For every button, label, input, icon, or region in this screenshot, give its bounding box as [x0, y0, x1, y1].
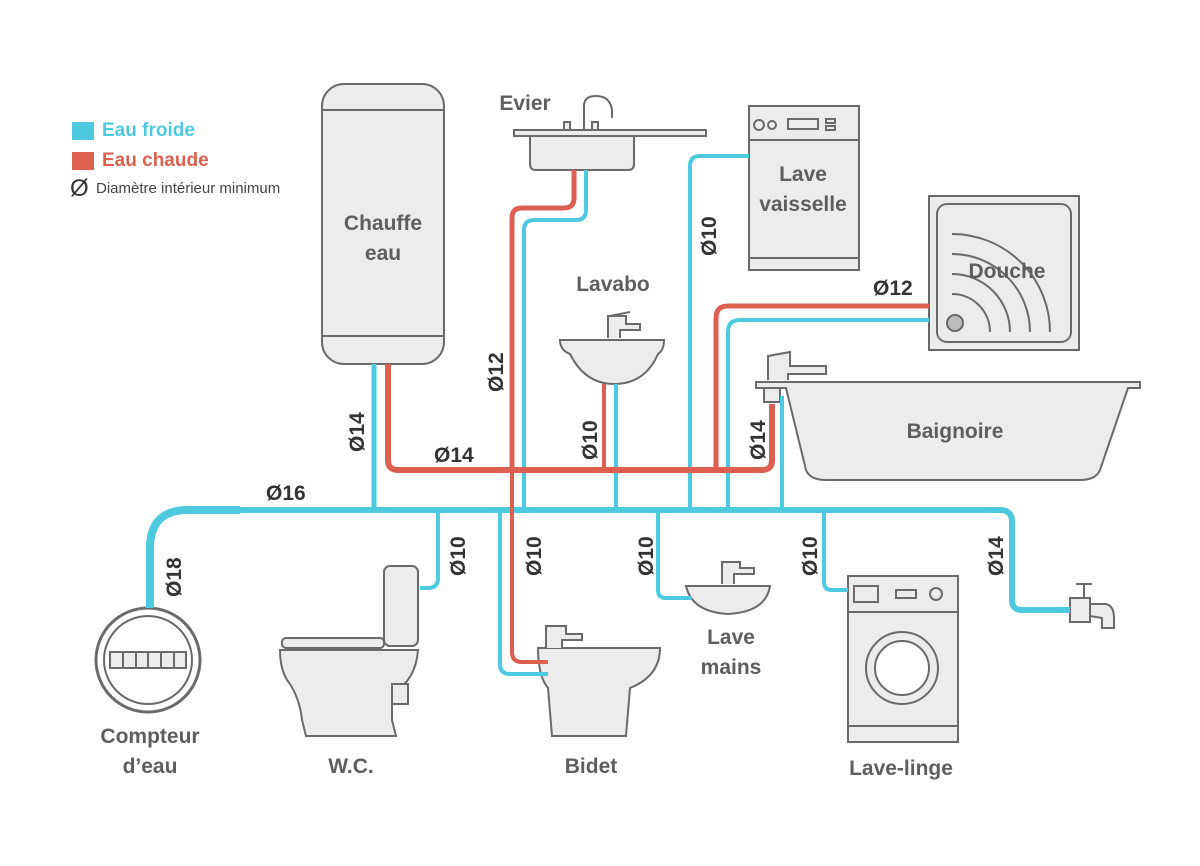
wash-basin [558, 311, 666, 386]
hot-main-pipe [385, 364, 775, 473]
bathtub [755, 350, 1141, 481]
diameter-note: Diamètre intérieur minimum [96, 180, 281, 197]
legend: Eau froide Eau chaude Ø Diamètre intérie… [70, 116, 286, 202]
label-chauffe-eau-2: eau [365, 242, 401, 265]
hand-basin [684, 561, 772, 616]
shower-tray [928, 195, 1080, 351]
legend-hot: Eau chaude [72, 146, 286, 176]
dim-baignoire: Ø14 [747, 420, 770, 460]
hot-water-swatch [72, 152, 94, 170]
label-baignoire: Baignoire [907, 420, 1004, 443]
compteur-supply-pipe [146, 506, 240, 608]
evier-hot-pipe [509, 170, 577, 470]
label-evier: Evier [499, 92, 550, 115]
label-lave-mains-2: mains [701, 656, 762, 679]
bidet-cold-pipe [498, 510, 548, 676]
wc-cold-pipe [420, 510, 440, 590]
dim-bidet: Ø10 [523, 536, 546, 576]
bidet-hot-pipe [510, 470, 548, 664]
douche-hot-pipe [713, 303, 929, 470]
label-wc: W.C. [328, 755, 374, 778]
dim-compteur-supply: Ø18 [163, 557, 186, 597]
cold-water-swatch [72, 122, 94, 140]
legend-diameter: Ø Diamètre intérieur minimum [70, 175, 286, 202]
kitchen-sink [513, 94, 707, 171]
evier-cold-pipe [522, 170, 588, 510]
dim-robinet-exterieur: Ø14 [985, 536, 1008, 576]
label-lave-mains-1: Lave [707, 626, 755, 649]
label-lave-linge: Lave-linge [849, 757, 953, 780]
water-heater [321, 83, 445, 365]
dim-douche: Ø12 [873, 277, 913, 300]
water-meter [94, 606, 202, 714]
label-bidet: Bidet [565, 755, 618, 778]
dishwasher [748, 105, 860, 271]
hot-water-label: Eau chaude [102, 150, 209, 171]
diameter-symbol: Ø [70, 175, 89, 202]
dim-hot-main: Ø14 [434, 444, 474, 467]
washing-machine [847, 575, 959, 743]
dim-lavabo: Ø10 [579, 420, 602, 460]
dim-lave-mains: Ø10 [635, 536, 658, 576]
label-lave-vaisselle-1: Lave [779, 163, 827, 186]
dim-main-line: Ø16 [266, 482, 306, 505]
hot-water-network [385, 170, 929, 664]
dim-evier-hot: Ø12 [485, 352, 508, 392]
label-lave-vaisselle-2: vaisselle [759, 193, 847, 216]
dim-wc: Ø10 [447, 536, 470, 576]
dim-lave-vaisselle: Ø10 [698, 216, 721, 256]
legend-cold: Eau froide [72, 116, 286, 146]
garden-tap [1069, 583, 1115, 629]
label-douche: Douche [968, 260, 1045, 283]
cold-water-label: Eau froide [102, 120, 195, 141]
lave-linge-cold-pipe [822, 510, 848, 592]
toilet [278, 565, 420, 737]
garden-tap-cold-pipe [999, 507, 1070, 613]
label-lavabo: Lavabo [576, 273, 650, 296]
bidet [536, 625, 662, 737]
label-compteur-2: d’eau [123, 755, 178, 778]
lave-mains-cold-pipe [656, 510, 692, 600]
label-chauffe-eau-1: Chauffe [344, 212, 422, 235]
douche-cold-pipe [726, 318, 929, 510]
dim-lave-linge: Ø10 [799, 536, 822, 576]
lave-vaisselle-cold-pipe [688, 154, 749, 510]
label-compteur-1: Compteur [100, 725, 199, 748]
cold-water-network [146, 154, 1070, 676]
dim-heater-cold-in: Ø14 [346, 412, 369, 452]
